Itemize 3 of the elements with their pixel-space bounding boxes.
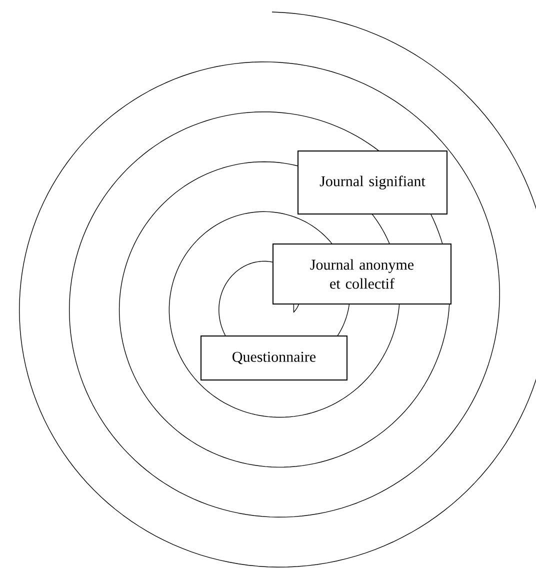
text-box: Questionnaire: [200, 336, 348, 380]
text-box: Journal anonyme et collectif: [272, 244, 452, 304]
text-box: Journal signifiant: [298, 150, 448, 214]
